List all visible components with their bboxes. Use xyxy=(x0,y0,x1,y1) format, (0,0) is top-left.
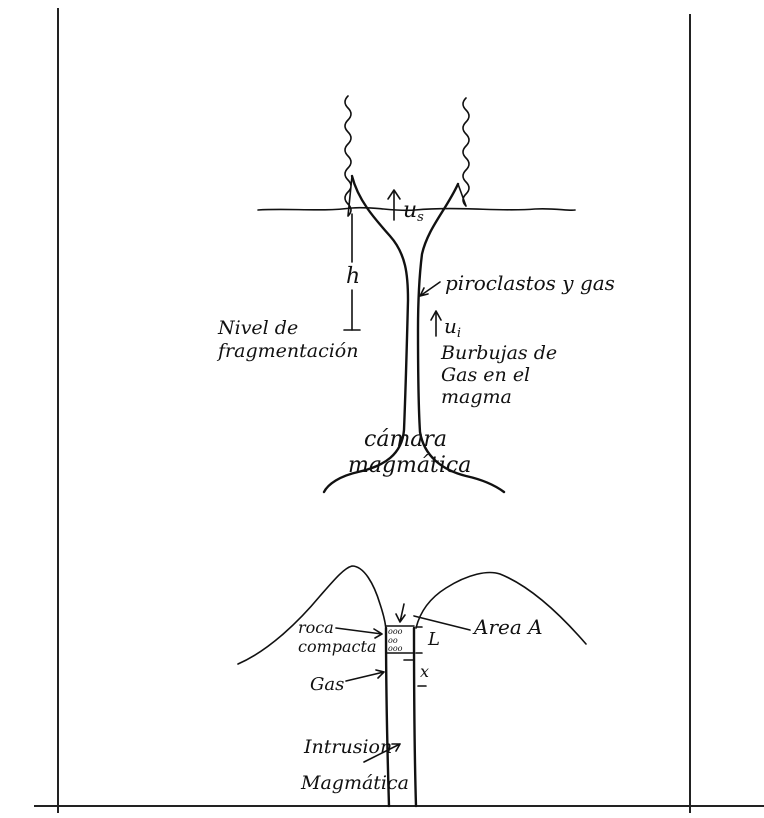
gas-arrow xyxy=(346,670,384,681)
height-label: h xyxy=(346,264,360,289)
intrusion-label-line2: Magmática xyxy=(300,772,409,794)
chamber-label-line2: magmática xyxy=(348,453,471,478)
bubbles-label-line2: Gas en el xyxy=(441,364,530,386)
plume-right-edge xyxy=(458,98,469,206)
plume-left-edge xyxy=(345,96,352,216)
bubbles-label-line3: magma xyxy=(441,386,512,408)
rock-label-line1: roca xyxy=(298,618,334,637)
svg-text:ooo: ooo xyxy=(388,644,403,653)
area-label: Area A xyxy=(472,615,543,639)
x-label: x xyxy=(420,662,429,681)
area-pointer xyxy=(396,604,405,622)
plug-conduit-right-wall xyxy=(414,628,416,806)
chamber-label-line1: cámara xyxy=(364,427,447,452)
inner-velocity-arrow xyxy=(431,311,441,336)
inner-velocity-label: ui xyxy=(444,314,461,341)
bubbles-label-line1: Burbujas de xyxy=(440,342,557,364)
page-frame xyxy=(34,8,764,813)
fragmentation-label-line1: Nivel de xyxy=(217,317,298,339)
surface-velocity-arrow xyxy=(388,190,400,220)
length-label: L xyxy=(427,629,440,650)
surface-velocity-label: us xyxy=(403,198,424,225)
rock-label-line2: compacta xyxy=(298,637,376,656)
pyroclasts-label: piroclastos y gas xyxy=(445,271,615,295)
pyroclasts-arrow xyxy=(420,282,440,296)
eruption-diagram: h us piroclastos y gas ui Burbujas de Ga… xyxy=(216,96,615,492)
compact-rock-plug: ooo oo ooo xyxy=(386,626,414,653)
area-leader-line xyxy=(414,616,470,630)
volcano-plug-diagram: ooo oo ooo Area A roca compacta L Gas x … xyxy=(238,566,586,806)
svg-text:ooo: ooo xyxy=(388,627,403,636)
fragmentation-label-line2: fragmentación xyxy=(216,340,358,362)
gas-label: Gas xyxy=(310,674,344,695)
